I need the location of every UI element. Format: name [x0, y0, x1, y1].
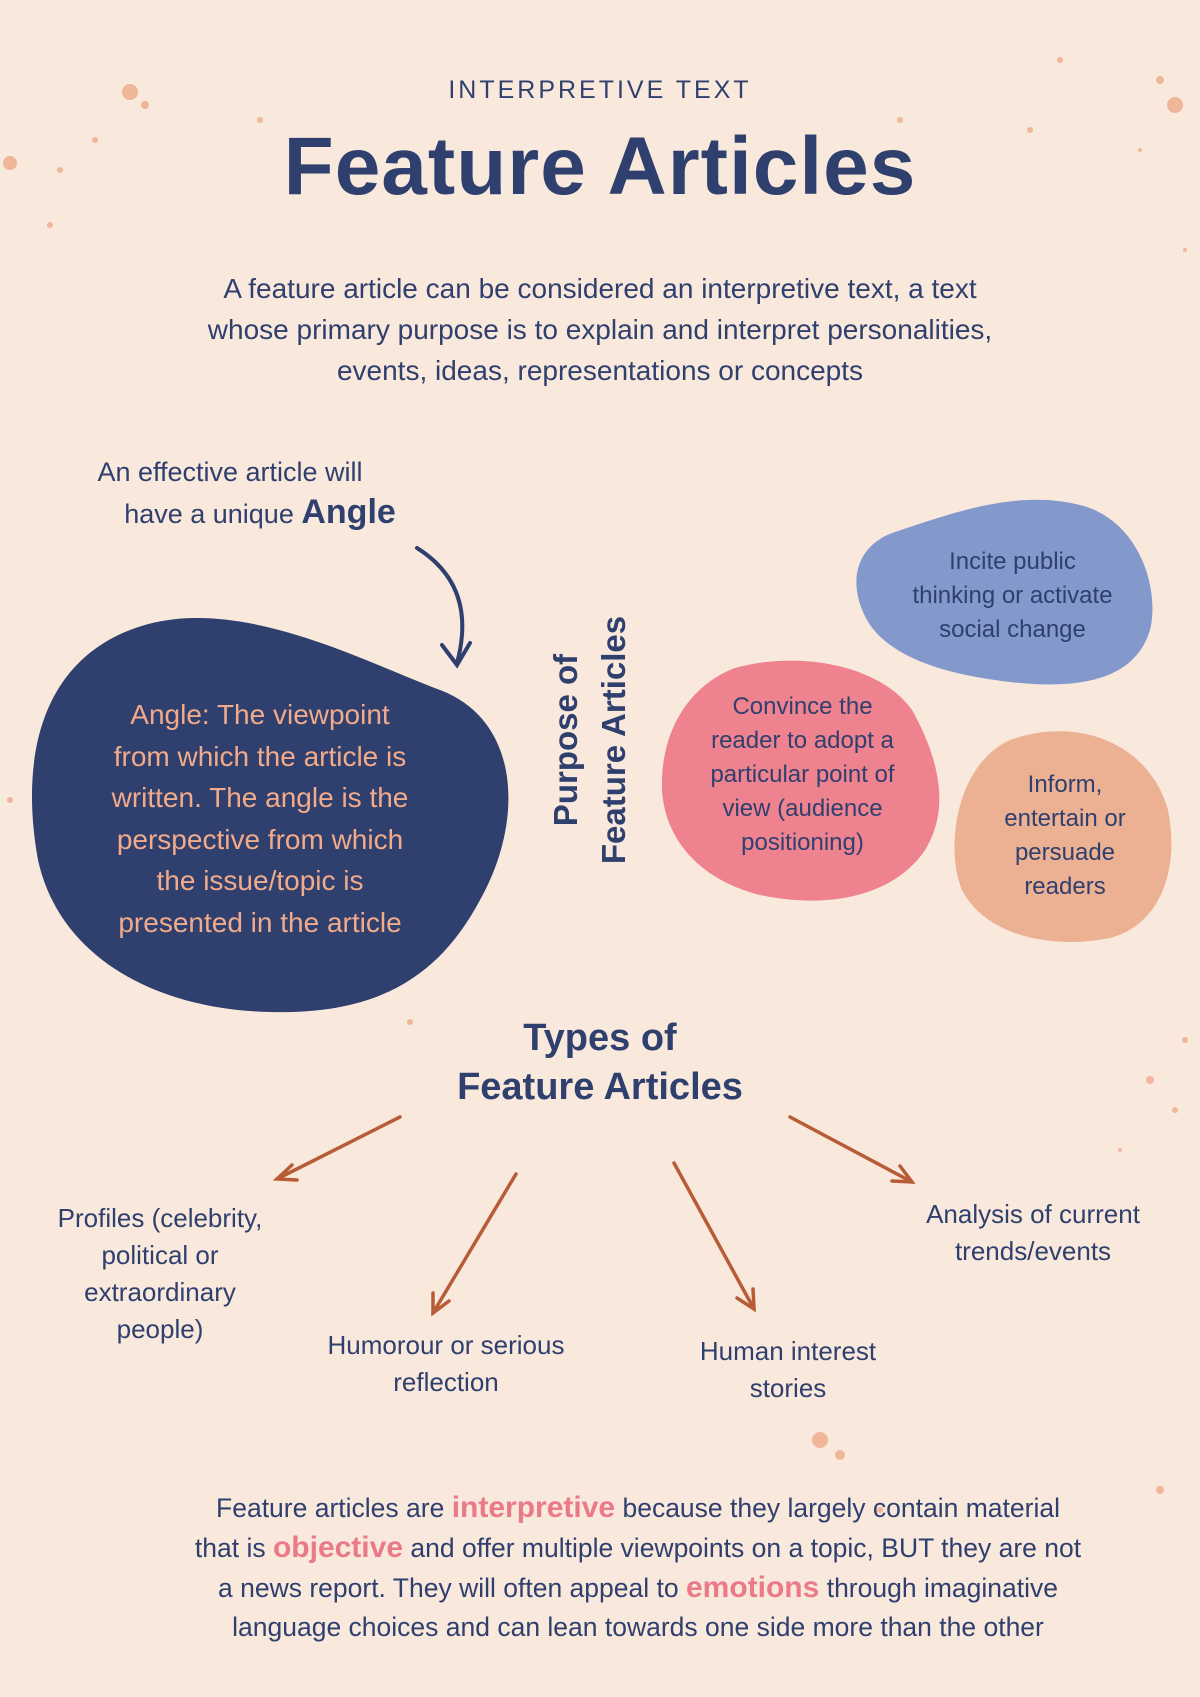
angle-blob — [31, 617, 509, 1013]
type-item-humour: Humorour or serious reflection — [296, 1327, 596, 1401]
arrow-to-profiles-icon — [272, 1115, 402, 1182]
purpose-line: reader to adopt a — [711, 727, 894, 754]
type-item-human-interest: Human interest stories — [658, 1333, 918, 1407]
purpose-blob-orange — [954, 731, 1172, 942]
purpose-line: positioning) — [741, 829, 864, 856]
type-line: Humorour or serious — [327, 1330, 565, 1360]
footer-text: Feature articles are — [216, 1493, 445, 1523]
footer-text: that is — [194, 1533, 266, 1563]
curved-arrow-icon — [415, 546, 472, 669]
purpose-item-convince: Convince the reader to adopt a particula… — [675, 690, 930, 860]
type-line: reflection — [393, 1367, 499, 1397]
highlight-word: emotions — [685, 1571, 820, 1604]
type-line: stories — [749, 1373, 827, 1403]
purpose-line: entertain or — [1004, 805, 1126, 832]
purpose-line: social change — [939, 616, 1086, 643]
footer-text: because they largely contain material — [622, 1493, 1060, 1523]
footer-paragraph: Feature articles are interpretive becaus… — [80, 1488, 1196, 1647]
purpose-item-incite: Incite public thinking or activate socia… — [870, 545, 1155, 647]
angle-intro-line: An effective article will — [97, 457, 363, 487]
purpose-line: Inform, — [1027, 771, 1103, 798]
purpose-line: thinking or activate — [912, 582, 1113, 609]
definition-line: from which the article is — [113, 740, 407, 772]
type-line: Human interest — [699, 1336, 877, 1366]
intro-line: events, ideas, representations or concep… — [336, 355, 864, 386]
purpose-blob-blue — [856, 499, 1153, 685]
purpose-item-inform: Inform, entertain or persuade readers — [960, 768, 1170, 904]
type-line: political or — [101, 1240, 219, 1270]
footer-text: a news report. They will often appeal to — [218, 1573, 679, 1603]
types-heading-line: Feature Articles — [457, 1066, 743, 1108]
footer-text: language choices and can lean towards on… — [232, 1612, 1044, 1642]
type-line: Analysis of current — [926, 1199, 1140, 1229]
footer-text: through imaginative — [826, 1573, 1058, 1603]
purpose-heading-line: Purpose of — [547, 653, 584, 827]
angle-intro-line: have a unique — [124, 499, 294, 529]
type-item-profiles: Profiles (celebrity, political or extrao… — [20, 1200, 300, 1348]
purpose-line: readers — [1024, 873, 1106, 900]
highlight-word: interpretive — [451, 1491, 616, 1524]
purpose-heading: Purpose of Feature Articles — [490, 616, 690, 864]
purpose-line: view (audience — [722, 795, 883, 822]
definition-line: perspective from which — [116, 823, 404, 855]
intro-line: A feature article can be considered an i… — [223, 273, 977, 304]
angle-emphasis: Angle — [301, 493, 396, 531]
type-line: extraordinary — [84, 1277, 236, 1307]
definition-line: written. The angle is the — [111, 782, 409, 813]
purpose-line: Incite public — [949, 548, 1076, 575]
intro-line: whose primary purpose is to explain and … — [207, 314, 993, 345]
types-heading-line: Types of — [523, 1017, 677, 1059]
type-line: people) — [116, 1314, 204, 1344]
definition-line: the issue/topic is — [156, 865, 364, 896]
purpose-heading-line: Feature Articles — [595, 615, 632, 865]
footer-text: and offer multiple viewpoints on a topic… — [410, 1533, 1082, 1563]
angle-intro: An effective article will have a unique … — [40, 452, 420, 534]
type-line: trends/events — [954, 1236, 1112, 1266]
purpose-line: particular point of — [710, 761, 895, 788]
type-line: Profiles (celebrity, — [57, 1203, 263, 1233]
arrow-to-analysis-icon — [788, 1115, 916, 1184]
definition-line: Angle: The viewpoint — [130, 699, 390, 730]
arrow-to-human-interest-icon — [672, 1161, 756, 1313]
kicker-label: INTERPRETIVE TEXT — [448, 76, 752, 104]
arrow-to-humour-icon — [431, 1172, 518, 1317]
type-item-analysis: Analysis of current trends/events — [888, 1196, 1178, 1270]
purpose-line: Convince the — [732, 693, 873, 720]
purpose-blob-pink — [661, 660, 940, 901]
page-title: Feature Articles — [283, 121, 917, 212]
types-heading: Types of Feature Articles — [0, 1014, 1200, 1112]
highlight-word: objective — [272, 1531, 404, 1564]
intro-paragraph: A feature article can be considered an i… — [100, 268, 1100, 391]
angle-definition: Angle: The viewpoint from which the arti… — [60, 694, 460, 943]
definition-line: presented in the article — [118, 906, 402, 938]
purpose-line: persuade — [1014, 839, 1116, 866]
